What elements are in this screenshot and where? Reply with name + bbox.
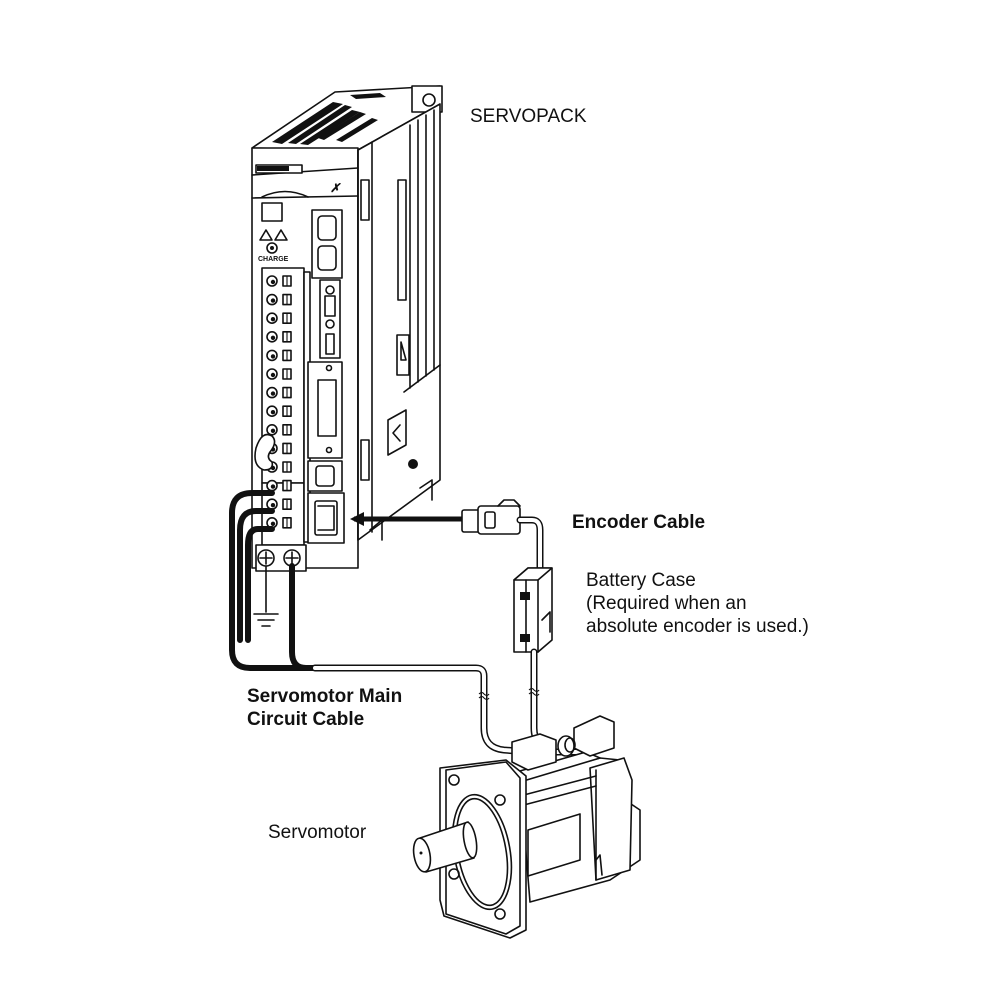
display-window (261, 202, 283, 222)
main-circuit-cable-line2: Circuit Cable (247, 708, 365, 730)
main-circuit-cable (229, 490, 534, 756)
warning-icon (274, 229, 288, 241)
servopack-icon: ✗ CHARGE (251, 85, 443, 572)
terminal-screws (266, 275, 292, 529)
cable-break-icon (478, 691, 490, 697)
terminal-lever (254, 433, 276, 471)
servomotor-label: Servomotor (268, 822, 367, 843)
cable-break-icon (528, 687, 540, 693)
motor-icon (412, 715, 641, 939)
ground-symbol-icon (253, 613, 279, 627)
encoder-cable-label: Encoder Cable (572, 512, 706, 533)
charge-label: CHARGE (258, 256, 289, 263)
connector-plug-icon (461, 499, 521, 535)
brand-logo: ✗ (330, 181, 341, 195)
warning-icon (259, 229, 273, 241)
cn-connectors (307, 209, 345, 544)
battery-case-note-line2: absolute encoder is used.) (586, 615, 809, 637)
battery-case-note-line1: (Required when an (586, 592, 747, 614)
battery-case-title: Battery Case (586, 570, 696, 591)
battery-case-icon (513, 567, 553, 653)
heatsink-fins (403, 109, 441, 393)
encoder-cable (350, 499, 584, 756)
main-circuit-cable-line1: Servomotor Main (247, 686, 403, 707)
servopack-label: SERVOPACK (470, 106, 587, 127)
main-circuit-cable-label: Servomotor Main Circuit Cable (247, 686, 507, 732)
top-vents (272, 93, 386, 145)
battery-case-label: Battery Case (Required when an absolute … (586, 570, 886, 638)
